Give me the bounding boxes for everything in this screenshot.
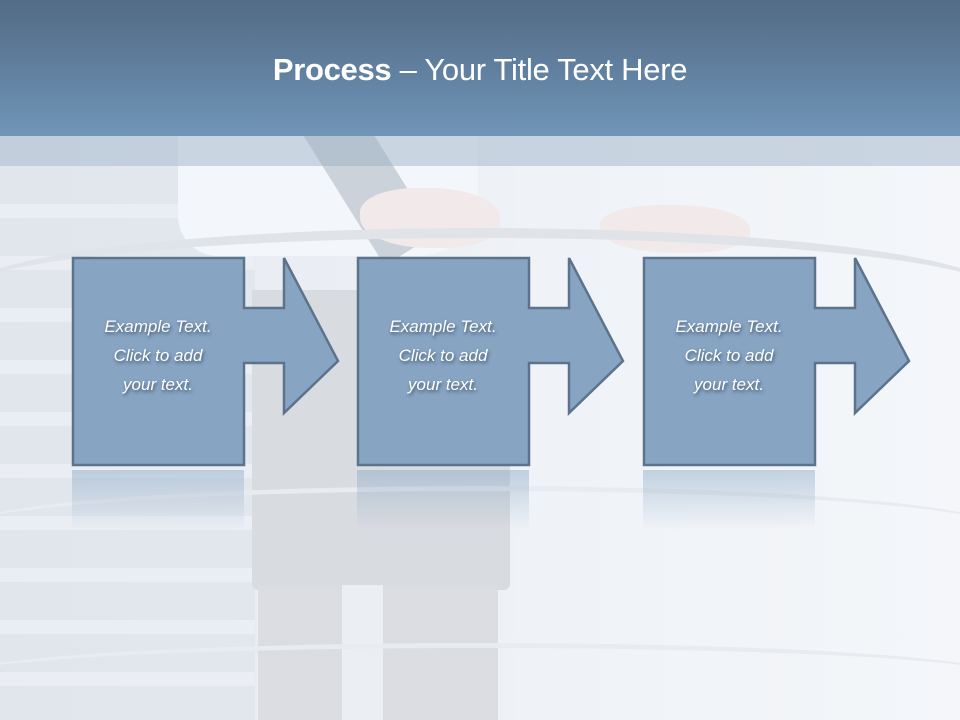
handrail-top (0, 228, 960, 358)
step-line: your text. (123, 375, 193, 394)
step-line: your text. (694, 375, 764, 394)
box-arrow-shape-1 (71, 256, 340, 467)
step-reflection-3 (643, 470, 815, 530)
step-line: Click to add (113, 346, 203, 365)
process-step-2[interactable]: Example Text. Click to add your text. (356, 256, 697, 467)
box-arrow-shape-3 (642, 256, 911, 467)
step-line: your text. (408, 375, 478, 394)
title-bold: Process (272, 52, 392, 87)
step-text-2[interactable]: Example Text. Click to add your text. (357, 312, 529, 399)
title-band (0, 0, 960, 136)
handrail-middle (0, 486, 960, 571)
step-line: Click to add (398, 346, 488, 365)
slide-title[interactable]: Process – Your Title Text Here (0, 52, 960, 88)
step-line: Example Text. (389, 317, 497, 336)
step-line: Example Text. (675, 317, 783, 336)
process-step-3[interactable]: Example Text. Click to add your text. (642, 256, 960, 467)
title-rest: – Your Title Text Here (391, 52, 688, 87)
step-text-3[interactable]: Example Text. Click to add your text. (643, 312, 815, 399)
step-reflection-1 (72, 470, 244, 530)
step-line: Example Text. (104, 317, 212, 336)
step-line: Click to add (684, 346, 774, 365)
title-band-strip (0, 136, 960, 166)
box-arrow-shape-2 (356, 256, 625, 467)
step-text-1[interactable]: Example Text. Click to add your text. (72, 312, 244, 399)
step-reflection-2 (357, 470, 529, 530)
handrail-bottom (0, 643, 960, 708)
process-step-1[interactable]: Example Text. Click to add your text. (71, 256, 412, 467)
